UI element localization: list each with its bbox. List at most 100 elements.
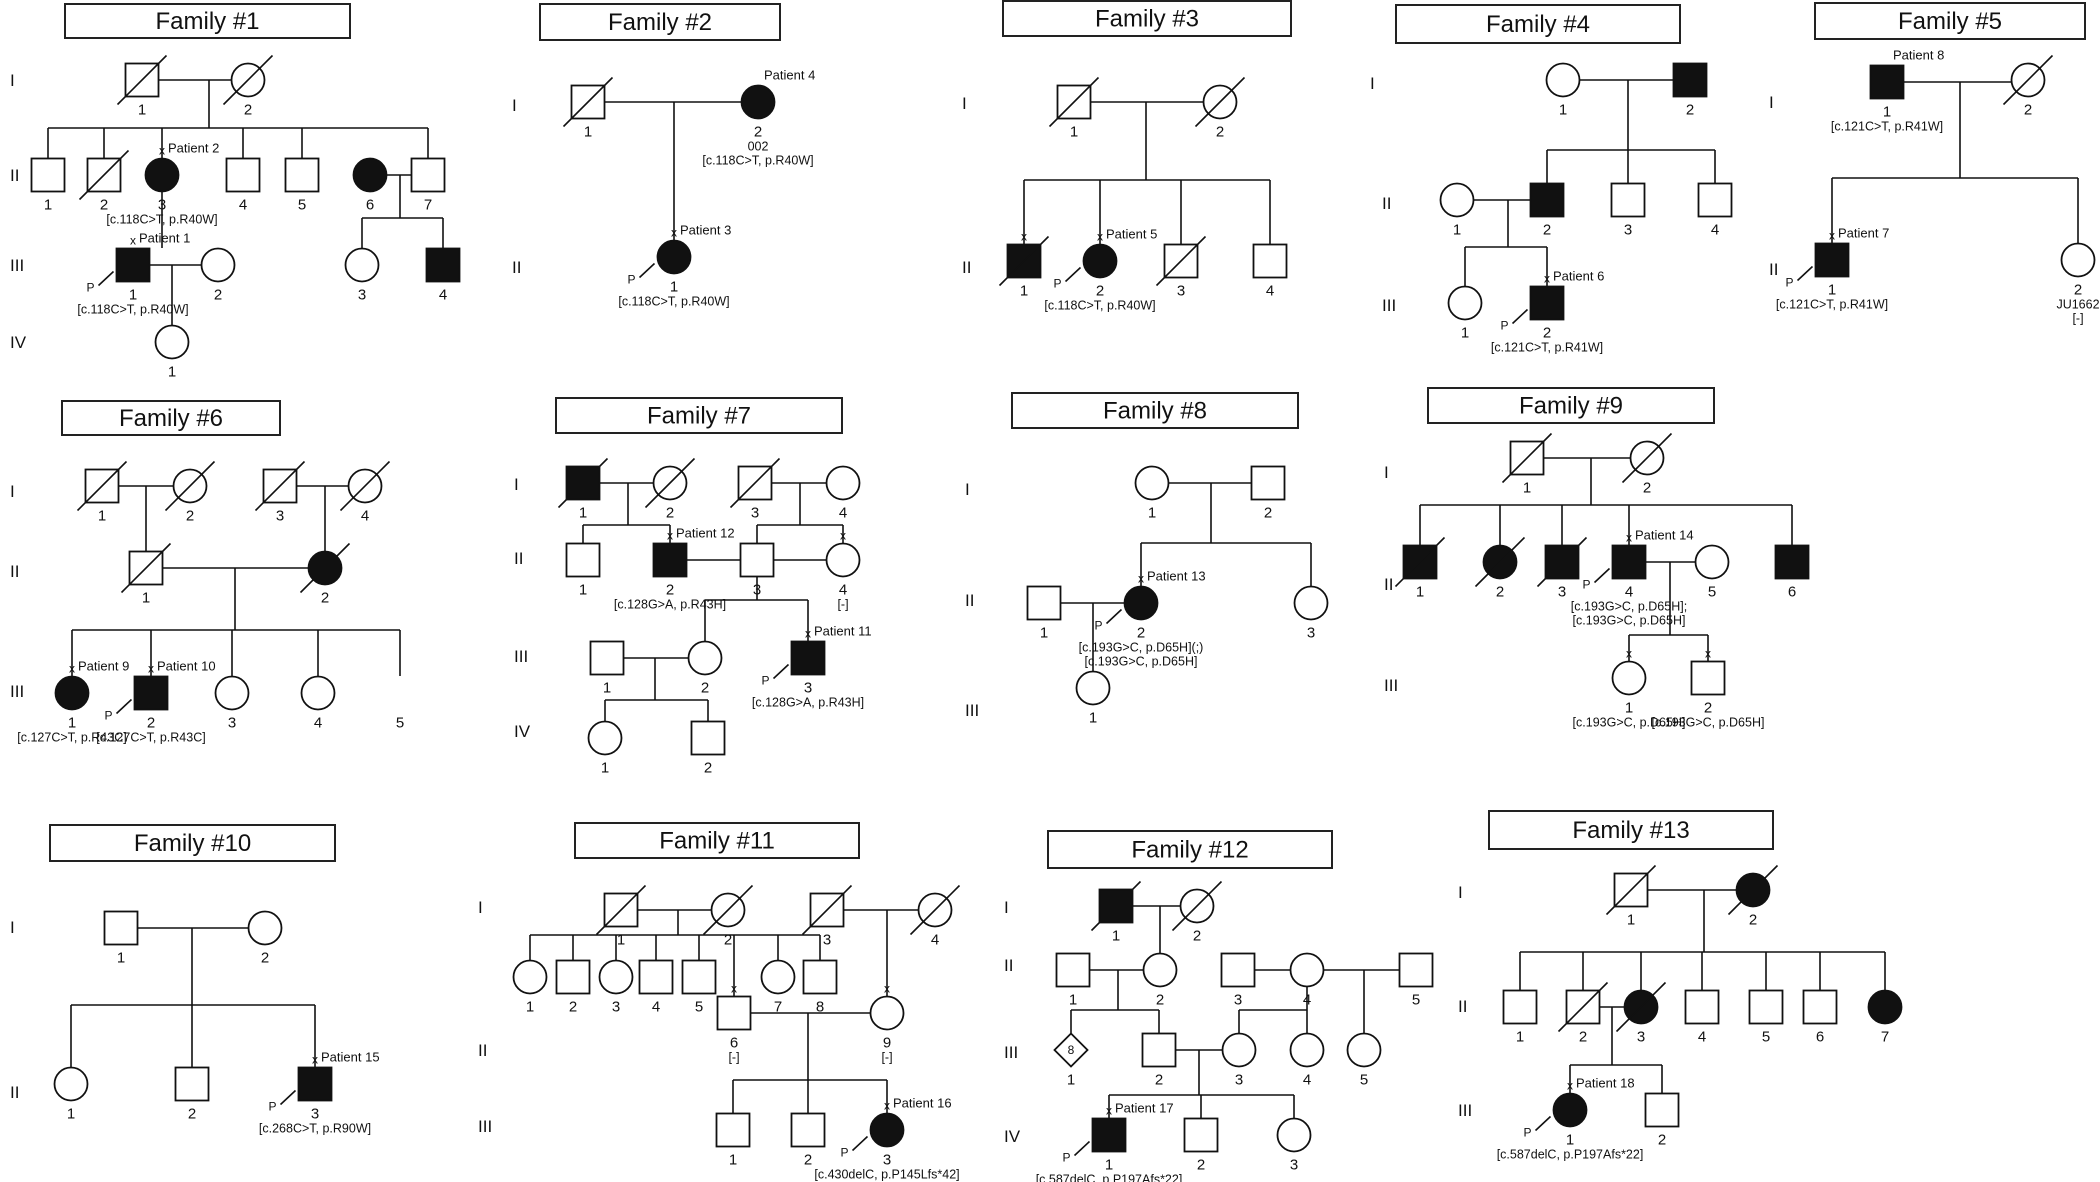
generation-label: III: [10, 256, 24, 275]
generation-label: IV: [514, 722, 531, 741]
deceased-mark: [1394, 536, 1446, 588]
deceased-mark: [120, 542, 172, 594]
individual-number: 3: [1290, 1157, 1298, 1174]
individual-number: 2: [186, 508, 194, 525]
proband-marker: P: [840, 1146, 848, 1160]
individual-number: 1: [603, 680, 611, 697]
individual-11-III-2: [790, 1112, 826, 1148]
individual-number: 6: [366, 197, 374, 214]
individual-1-II-3: [144, 157, 180, 193]
deceased-mark: [909, 884, 961, 936]
individual-8-II-2: [1123, 585, 1159, 621]
individual-1-III-2: [200, 247, 236, 283]
deceased-mark: [801, 884, 853, 936]
generation-label: II: [962, 258, 971, 277]
individual-number: 4: [839, 505, 847, 522]
variant-label: [c.121C>T, p.R41W]: [1831, 120, 1943, 134]
deceased-mark: [116, 54, 168, 106]
family-title: Family #4: [1486, 11, 1590, 38]
variant-label: [c.587delC, p.P197Afs*22]: [1036, 1173, 1183, 1182]
individual-1-III-1: [115, 247, 151, 283]
sampled-mark: x: [1829, 229, 1835, 243]
individual-number: 5: [1412, 992, 1420, 1009]
individual-13-II-6: [1802, 989, 1838, 1025]
individual-11-II-9: [869, 995, 905, 1031]
sampled-mark: x: [884, 1099, 890, 1113]
generation-label: I: [1004, 898, 1009, 917]
individual-2-II-1: [656, 239, 692, 275]
deceased-mark: [78, 149, 130, 201]
individual-8-III-1: [1075, 670, 1111, 706]
individual-12-III-2: [1141, 1032, 1177, 1068]
individual-12-III-5: [1346, 1032, 1382, 1068]
deceased-mark: [562, 76, 614, 128]
individual-number: 1: [584, 124, 592, 141]
proband-arrow: [115, 698, 133, 715]
sampled-mark: x: [1106, 1104, 1112, 1118]
individual-3-II-4: [1252, 243, 1288, 279]
sampled-mark: x: [1544, 272, 1550, 286]
individual-8-I-1: [1134, 465, 1170, 501]
individual-number: 1: [1453, 222, 1461, 239]
individual-9-II-6: [1774, 544, 1810, 580]
sample-id: JU1662: [2056, 298, 2099, 312]
sampled-mark: x: [840, 529, 846, 543]
individual-number: 3: [358, 287, 366, 304]
family-title-box: [1002, 0, 1292, 37]
deceased-mark: [1727, 864, 1779, 916]
proband-arrow: [638, 262, 656, 279]
variant-label: [-]: [728, 1051, 739, 1065]
individual-12-IV-2: [1183, 1117, 1219, 1153]
individual-7-II-3: [739, 542, 775, 578]
individual-number: 2: [1579, 1029, 1587, 1046]
individual-number: 4: [1698, 1029, 1706, 1046]
family-title-box: [1047, 830, 1333, 869]
generation-label: II: [10, 1083, 19, 1102]
deceased-mark: [557, 457, 609, 509]
individual-number: 1: [1020, 283, 1028, 300]
proband-arrow: [1796, 265, 1814, 282]
deceased-mark: [254, 460, 306, 512]
individual-number: 8: [816, 999, 824, 1016]
generation-label: I: [1384, 463, 1389, 482]
sampled-mark: x: [731, 982, 737, 996]
family-title: Family #9: [1519, 393, 1623, 420]
individual-number: 3: [753, 582, 761, 599]
deceased-mark: [2002, 54, 2054, 106]
patient-label: Patient 17: [1115, 1101, 1174, 1116]
deceased-mark: [1621, 432, 1673, 484]
generation-label: II: [10, 166, 19, 185]
individual-12-III-3: [1221, 1032, 1257, 1068]
generation-label: III: [965, 701, 979, 720]
individual-1-II-4: [225, 157, 261, 193]
individual-number: 1: [117, 950, 125, 967]
family-title: Family #10: [134, 830, 251, 857]
individual-10-I-1: [103, 910, 139, 946]
proband-marker: P: [1785, 276, 1793, 290]
individual-number: 2: [1543, 222, 1551, 239]
proband-arrow: [851, 1135, 869, 1152]
individual-count: 8: [1068, 1043, 1075, 1057]
generation-label: I: [10, 918, 15, 937]
individual-number: 2: [1496, 584, 1504, 601]
deceased-mark: [1048, 76, 1100, 128]
deceased-mark: [644, 457, 696, 509]
individual-number: 1: [1040, 625, 1048, 642]
individual-8-II-1: [1026, 585, 1062, 621]
individual-number: 4: [1303, 992, 1311, 1009]
sampled-mark: x: [1138, 572, 1144, 586]
individual-12-II-3: [1220, 952, 1256, 988]
deceased-mark: [998, 235, 1050, 287]
individual-12-II-5: [1398, 952, 1434, 988]
individual-13-II-4: [1684, 989, 1720, 1025]
sampled-mark: x: [159, 144, 165, 158]
individual-number: 4: [1625, 584, 1633, 601]
generation-label: III: [514, 647, 528, 666]
family-title: Family #12: [1131, 837, 1248, 864]
individual-6-III-2: [133, 675, 169, 711]
individual-number: 6: [730, 1035, 738, 1052]
deceased-mark: [1171, 880, 1223, 932]
proband-marker: P: [86, 281, 94, 295]
variant-label: [c.587delC, p.P197Afs*22]: [1497, 1148, 1644, 1162]
individual-number: 3: [823, 932, 831, 949]
